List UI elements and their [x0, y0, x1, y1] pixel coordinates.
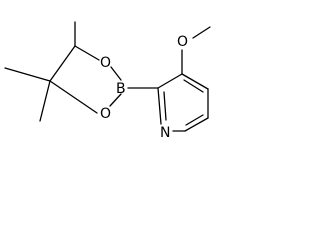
bond-c4-methyl-down: [39, 80, 51, 122]
atom-label-o-ring-lower: O: [100, 106, 111, 122]
bond-c5-c6-py-inner: [185, 114, 204, 126]
bond-c4-methyl-left: [4, 67, 51, 82]
bond-n-c2: [157, 87, 162, 125]
bond-c3-c4-py: [181, 73, 209, 90]
bond-c2-c3: [157, 73, 183, 89]
structure-canvas: O O B O N: [4, 21, 211, 141]
bond-c5-c6-py: [184, 117, 209, 132]
bond-c6-o1: [74, 45, 100, 61]
bond-c4-c5: [49, 45, 76, 82]
molecule-diagram: O O B O N: [4, 21, 211, 141]
atom-label-o-ring-upper: O: [100, 55, 111, 71]
bond-b-o2: [109, 93, 122, 107]
atom-label-n-pyridine: N: [160, 125, 170, 141]
bond-o1-b: [110, 66, 122, 81]
bond-o2-c4: [49, 80, 98, 114]
atom-label-boron: B: [116, 81, 126, 97]
bond-o-methyl: [192, 26, 211, 39]
bond-n-c2-inner: [163, 91, 167, 121]
bond-c3-c4-py-inner: [183, 79, 204, 93]
atom-label-o-methoxy: O: [177, 34, 188, 50]
